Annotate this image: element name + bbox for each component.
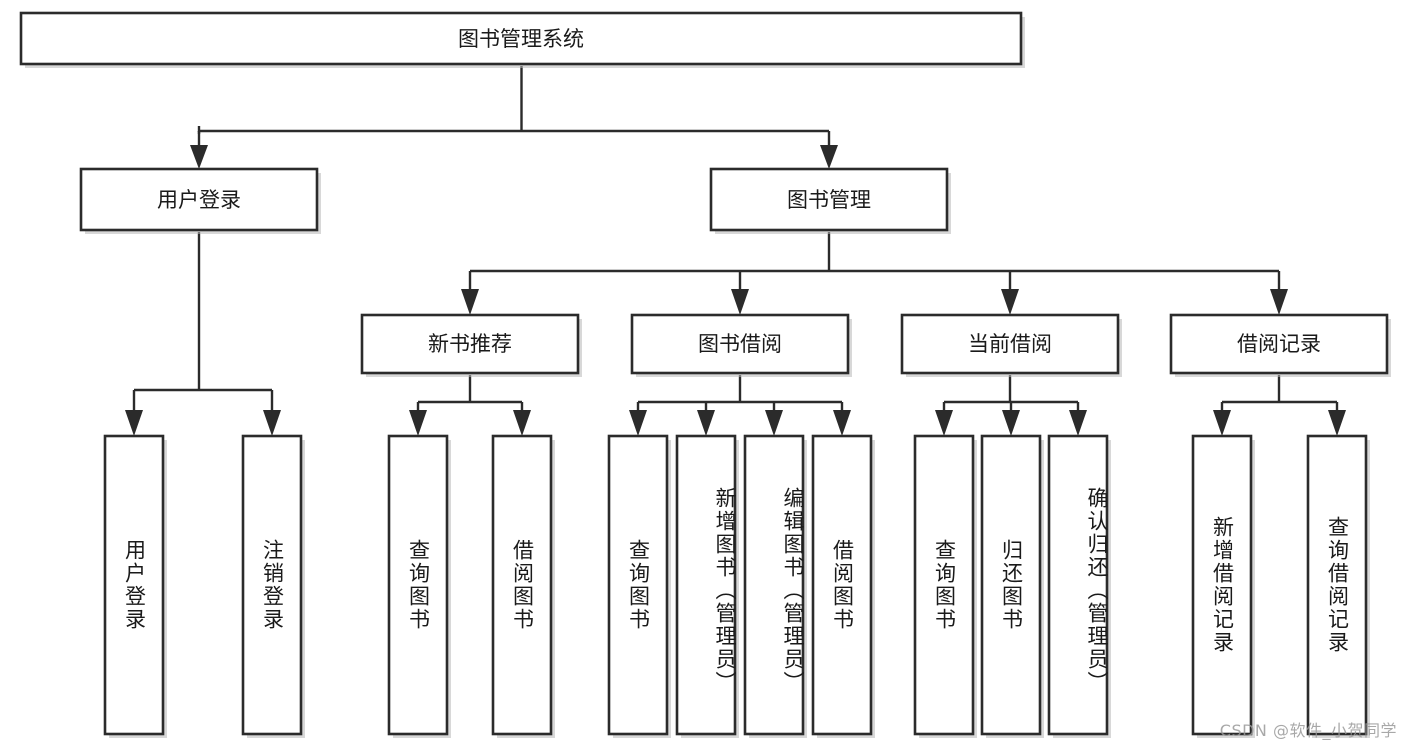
node-user-login[interactable]: 用户登录 — [79, 167, 321, 234]
node-leaf-borrow-book-1[interactable] — [491, 434, 555, 738]
node-root[interactable]: 图书管理系统 — [19, 11, 1025, 68]
node-book-borrow[interactable]: 图书借阅 — [630, 313, 852, 377]
arrow-book-management — [820, 145, 838, 169]
arrow-leaf-query-book-3 — [935, 410, 953, 436]
node-book-management[interactable]: 图书管理 — [709, 167, 951, 234]
arrow-borrow-record — [1270, 289, 1288, 315]
arrow-current-borrow — [1001, 289, 1019, 315]
node-current-borrow-label: 当前借阅 — [968, 332, 1052, 356]
node-user-login-label: 用户登录 — [157, 188, 241, 212]
node-leaf-add-record[interactable] — [1191, 434, 1255, 738]
nodes-layer: 图书管理系统 用户登录 图书管理 新书推荐 — [19, 11, 1391, 738]
arrow-user-login — [190, 145, 208, 169]
arrow-book-borrow — [731, 289, 749, 315]
arrow-leaf-confirm-return — [1069, 410, 1087, 436]
arrow-leaf-user-logout — [263, 410, 281, 436]
arrow-leaf-borrow-book-1 — [513, 410, 531, 436]
arrow-leaf-return-book — [1002, 410, 1020, 436]
node-leaf-confirm-return[interactable] — [1047, 434, 1111, 738]
node-book-borrow-label: 图书借阅 — [698, 332, 782, 356]
node-new-book-recommend[interactable]: 新书推荐 — [360, 313, 582, 377]
arrow-leaf-query-book-2 — [629, 410, 647, 436]
arrow-leaf-add-record — [1213, 410, 1231, 436]
node-leaf-user-logout[interactable] — [241, 434, 305, 738]
arrow-leaf-add-book — [697, 410, 715, 436]
arrow-leaf-borrow-book-2 — [833, 410, 851, 436]
node-leaf-query-book-1[interactable] — [387, 434, 451, 738]
node-current-borrow[interactable]: 当前借阅 — [900, 313, 1122, 377]
watermark-text: CSDN @软件_小贺同学 — [1219, 721, 1397, 740]
arrow-leaf-edit-book — [765, 410, 783, 436]
node-leaf-return-book[interactable] — [980, 434, 1044, 738]
node-leaf-user-login[interactable] — [103, 434, 167, 738]
node-leaf-query-book-2[interactable] — [607, 434, 671, 738]
node-book-management-label: 图书管理 — [787, 188, 871, 212]
node-leaf-query-record[interactable] — [1306, 434, 1370, 738]
node-leaf-edit-book[interactable] — [743, 434, 807, 738]
node-leaf-add-book[interactable] — [675, 434, 739, 738]
leaf-boxes-layer — [103, 434, 1370, 738]
arrow-leaf-user-login — [125, 410, 143, 436]
arrow-leaf-query-book-1 — [409, 410, 427, 436]
node-leaf-borrow-book-2[interactable] — [811, 434, 875, 738]
connectors-layer — [125, 66, 1346, 436]
node-new-book-recommend-label: 新书推荐 — [428, 332, 512, 356]
node-leaf-query-book-3[interactable] — [913, 434, 977, 738]
arrow-leaf-query-record — [1328, 410, 1346, 436]
node-root-label: 图书管理系统 — [458, 27, 584, 51]
arrow-new-book-recommend — [461, 289, 479, 315]
node-borrow-record-label: 借阅记录 — [1237, 332, 1321, 356]
node-borrow-record[interactable]: 借阅记录 — [1169, 313, 1391, 377]
